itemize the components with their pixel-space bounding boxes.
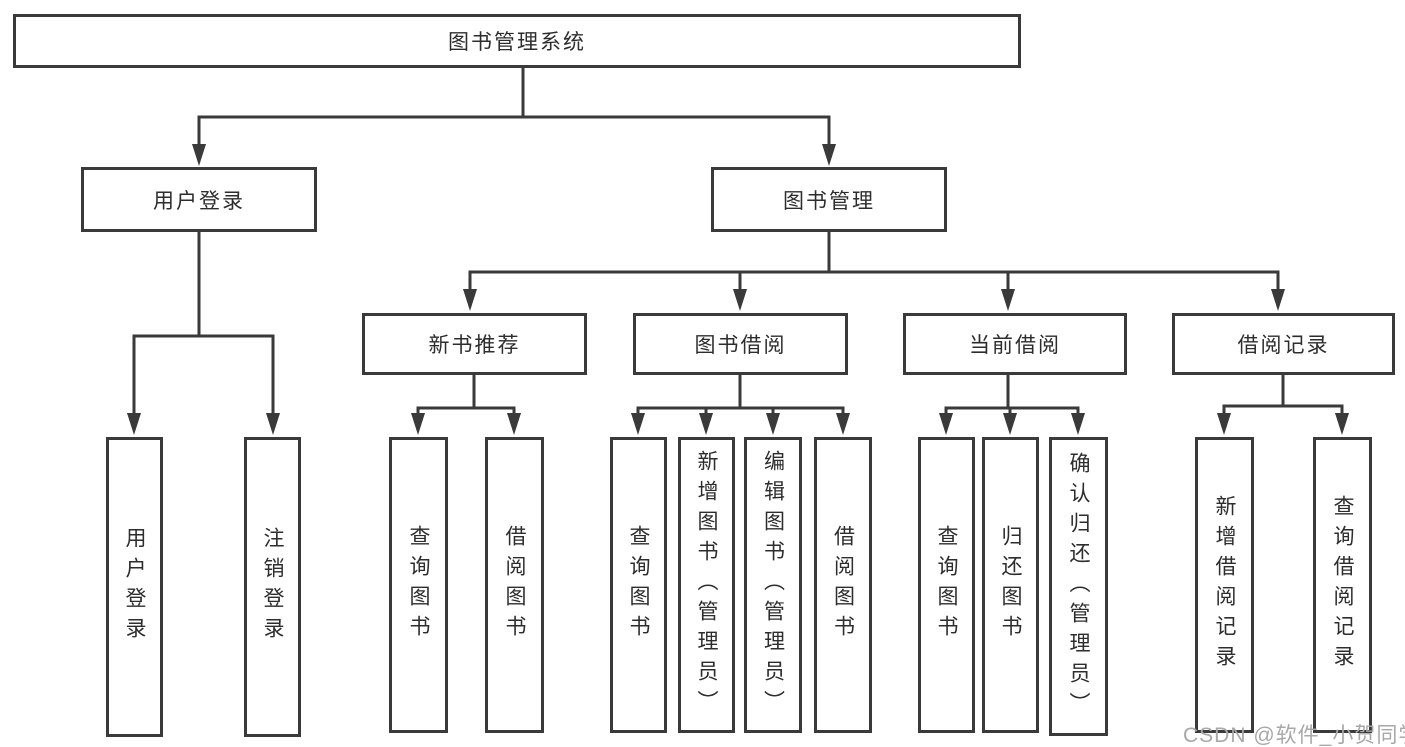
node-leaf-records-query-label: 查询借阅记录 bbox=[1331, 495, 1354, 675]
node-leaf-borrow-add-books: 新增图书（管理员） bbox=[678, 437, 735, 733]
node-leaf-borrow-query-books-label: 查询图书 bbox=[627, 525, 650, 645]
node-borrow-records: 借阅记录 bbox=[1172, 313, 1395, 375]
node-leaf-current-confirm-return: 确认归还（管理员） bbox=[1049, 437, 1108, 736]
node-book-borrow: 图书借阅 bbox=[633, 313, 848, 375]
node-leaf-records-add-label: 新增借阅记录 bbox=[1213, 495, 1236, 675]
node-user-login: 用户登录 bbox=[81, 167, 317, 232]
node-leaf-borrow-lend-books-label: 借阅图书 bbox=[831, 525, 855, 645]
node-leaf-user-login-label: 用户登录 bbox=[123, 527, 146, 647]
node-leaf-current-return-books-label: 归还图书 bbox=[999, 525, 1022, 645]
node-borrow-records-label: 借阅记录 bbox=[1237, 334, 1330, 357]
node-new-book-recommend: 新书推荐 bbox=[362, 313, 587, 375]
node-leaf-borrow-query-books: 查询图书 bbox=[610, 437, 667, 733]
node-leaf-borrow-lend-books: 借阅图书 bbox=[814, 437, 872, 733]
node-book-management-label: 图书管理 bbox=[783, 189, 875, 213]
node-new-book-recommend-label: 新书推荐 bbox=[428, 334, 521, 357]
node-root-label: 图书管理系统 bbox=[448, 31, 586, 54]
node-leaf-records-query: 查询借阅记录 bbox=[1313, 437, 1372, 733]
node-leaf-records-add: 新增借阅记录 bbox=[1195, 437, 1254, 733]
node-leaf-current-query-books: 查询图书 bbox=[918, 437, 975, 733]
node-leaf-recommend-query-books-label: 查询图书 bbox=[407, 525, 430, 645]
node-leaf-borrow-add-books-label: 新增图书（管理员） bbox=[695, 450, 718, 720]
node-book-borrow-label: 图书借阅 bbox=[694, 334, 787, 357]
node-current-borrow: 当前借阅 bbox=[903, 313, 1127, 375]
node-leaf-borrow-edit-books: 编辑图书（管理员） bbox=[744, 437, 802, 733]
node-leaf-recommend-borrow-books: 借阅图书 bbox=[485, 437, 544, 733]
node-user-login-label: 用户登录 bbox=[153, 189, 245, 213]
node-leaf-recommend-borrow-books-label: 借阅图书 bbox=[503, 525, 526, 645]
node-leaf-recommend-query-books: 查询图书 bbox=[389, 437, 448, 733]
node-leaf-current-confirm-return-label: 确认归还（管理员） bbox=[1067, 451, 1090, 722]
csdn-watermark: CSDN @软件_小贺同学 bbox=[1183, 724, 1405, 747]
node-book-management: 图书管理 bbox=[711, 167, 947, 232]
node-current-borrow-label: 当前借阅 bbox=[969, 334, 1061, 357]
node-leaf-current-return-books: 归还图书 bbox=[982, 437, 1039, 733]
node-root: 图书管理系统 bbox=[13, 14, 1021, 68]
node-leaf-borrow-edit-books-label: 编辑图书（管理员） bbox=[761, 450, 785, 720]
node-leaf-user-login: 用户登录 bbox=[106, 437, 163, 737]
node-leaf-logout-label: 注销登录 bbox=[261, 527, 284, 647]
node-leaf-current-query-books-label: 查询图书 bbox=[935, 525, 958, 645]
node-leaf-logout: 注销登录 bbox=[244, 437, 301, 737]
